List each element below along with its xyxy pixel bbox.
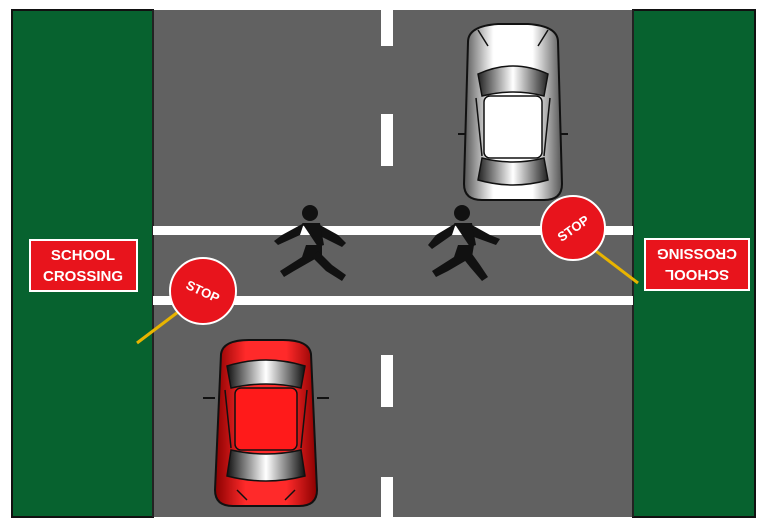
centre-dash: [381, 10, 393, 46]
sign-right-line1: SCHOOL: [665, 266, 729, 283]
school-crossing-sign-icon: SCHOOL CROSSING: [30, 240, 137, 291]
centre-dash: [381, 355, 393, 407]
sign-left-line2: CROSSING: [43, 268, 123, 285]
school-crossing-sign-icon: SCHOOL CROSSING: [645, 239, 749, 290]
car-icon: [458, 24, 568, 200]
centre-dash: [381, 477, 393, 517]
sign-left-line1: SCHOOL: [51, 247, 115, 264]
sign-right-line2: CROSSING: [657, 245, 737, 262]
centre-dash: [381, 114, 393, 166]
car-icon: [203, 340, 329, 506]
